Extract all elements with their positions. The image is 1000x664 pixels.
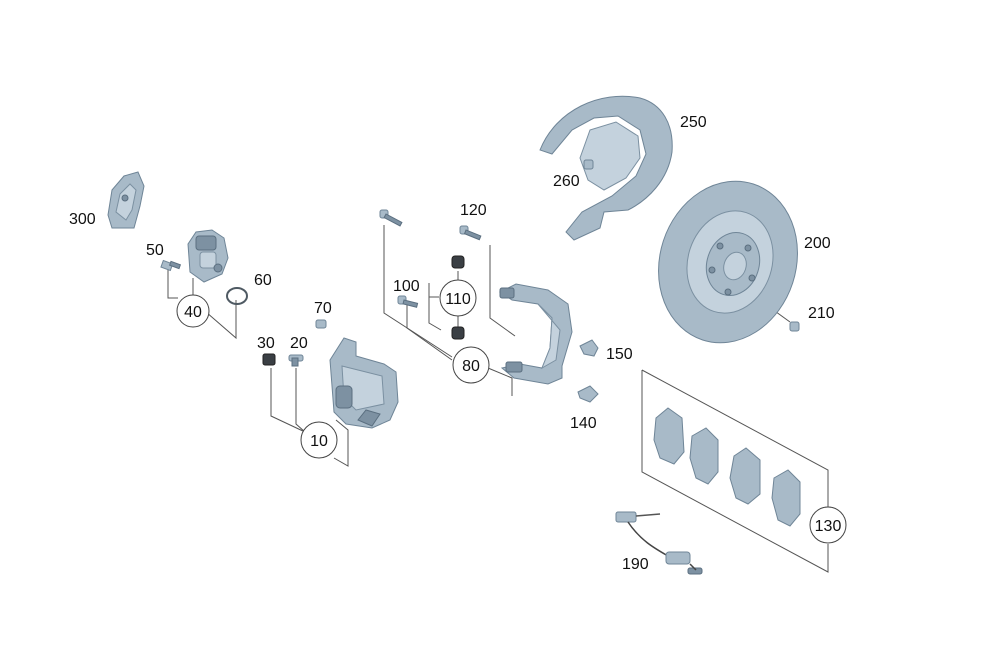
label-300: 300 [69,211,96,228]
spring-clip-150 [579,339,599,357]
label-150: 150 [606,346,633,363]
callout-10: 10 [300,421,338,459]
guide-seals-110 [451,255,465,340]
o-ring-60 [226,287,248,305]
label-250: 250 [680,114,707,131]
svg-text:10: 10 [310,433,328,450]
brake-disc-200 [658,180,798,344]
bleed-cap-70 [315,319,327,329]
label-100: 100 [393,278,420,295]
parking-brake-motor-40 [187,229,229,283]
bleed-screw-20 [288,354,304,367]
label-20: 20 [290,335,308,352]
callout-80: 80 [452,346,490,384]
bolt-100 [379,209,419,308]
svg-text:80: 80 [462,358,480,375]
screw-210 [789,321,800,332]
bolt-260 [583,159,594,170]
svg-text:110: 110 [445,291,471,308]
label-260: 260 [553,173,580,190]
brake-caliper-10 [329,337,399,429]
label-70: 70 [314,300,332,317]
anchor-bracket-300 [107,171,145,229]
wear-sensor-190 [615,511,703,575]
label-210: 210 [808,305,835,322]
brake-pads-130 [653,407,801,527]
caliper-carrier-80 [499,283,573,385]
spring-clip-140 [577,385,599,403]
callout-110: 110 [439,279,477,317]
label-200: 200 [804,235,831,252]
splash-shield-250 [539,95,673,241]
label-50: 50 [146,242,164,259]
label-190: 190 [622,556,649,573]
svg-text:130: 130 [815,518,842,535]
label-120: 120 [460,202,487,219]
label-60: 60 [254,272,272,289]
dust-cap-30 [262,353,276,366]
callout-130: 130 [809,506,847,544]
callout-40: 40 [176,294,210,328]
label-140: 140 [570,415,597,432]
svg-text:40: 40 [184,304,202,321]
bolt-50 [160,259,182,272]
label-30: 30 [257,335,275,352]
bolt-120 [459,225,482,241]
